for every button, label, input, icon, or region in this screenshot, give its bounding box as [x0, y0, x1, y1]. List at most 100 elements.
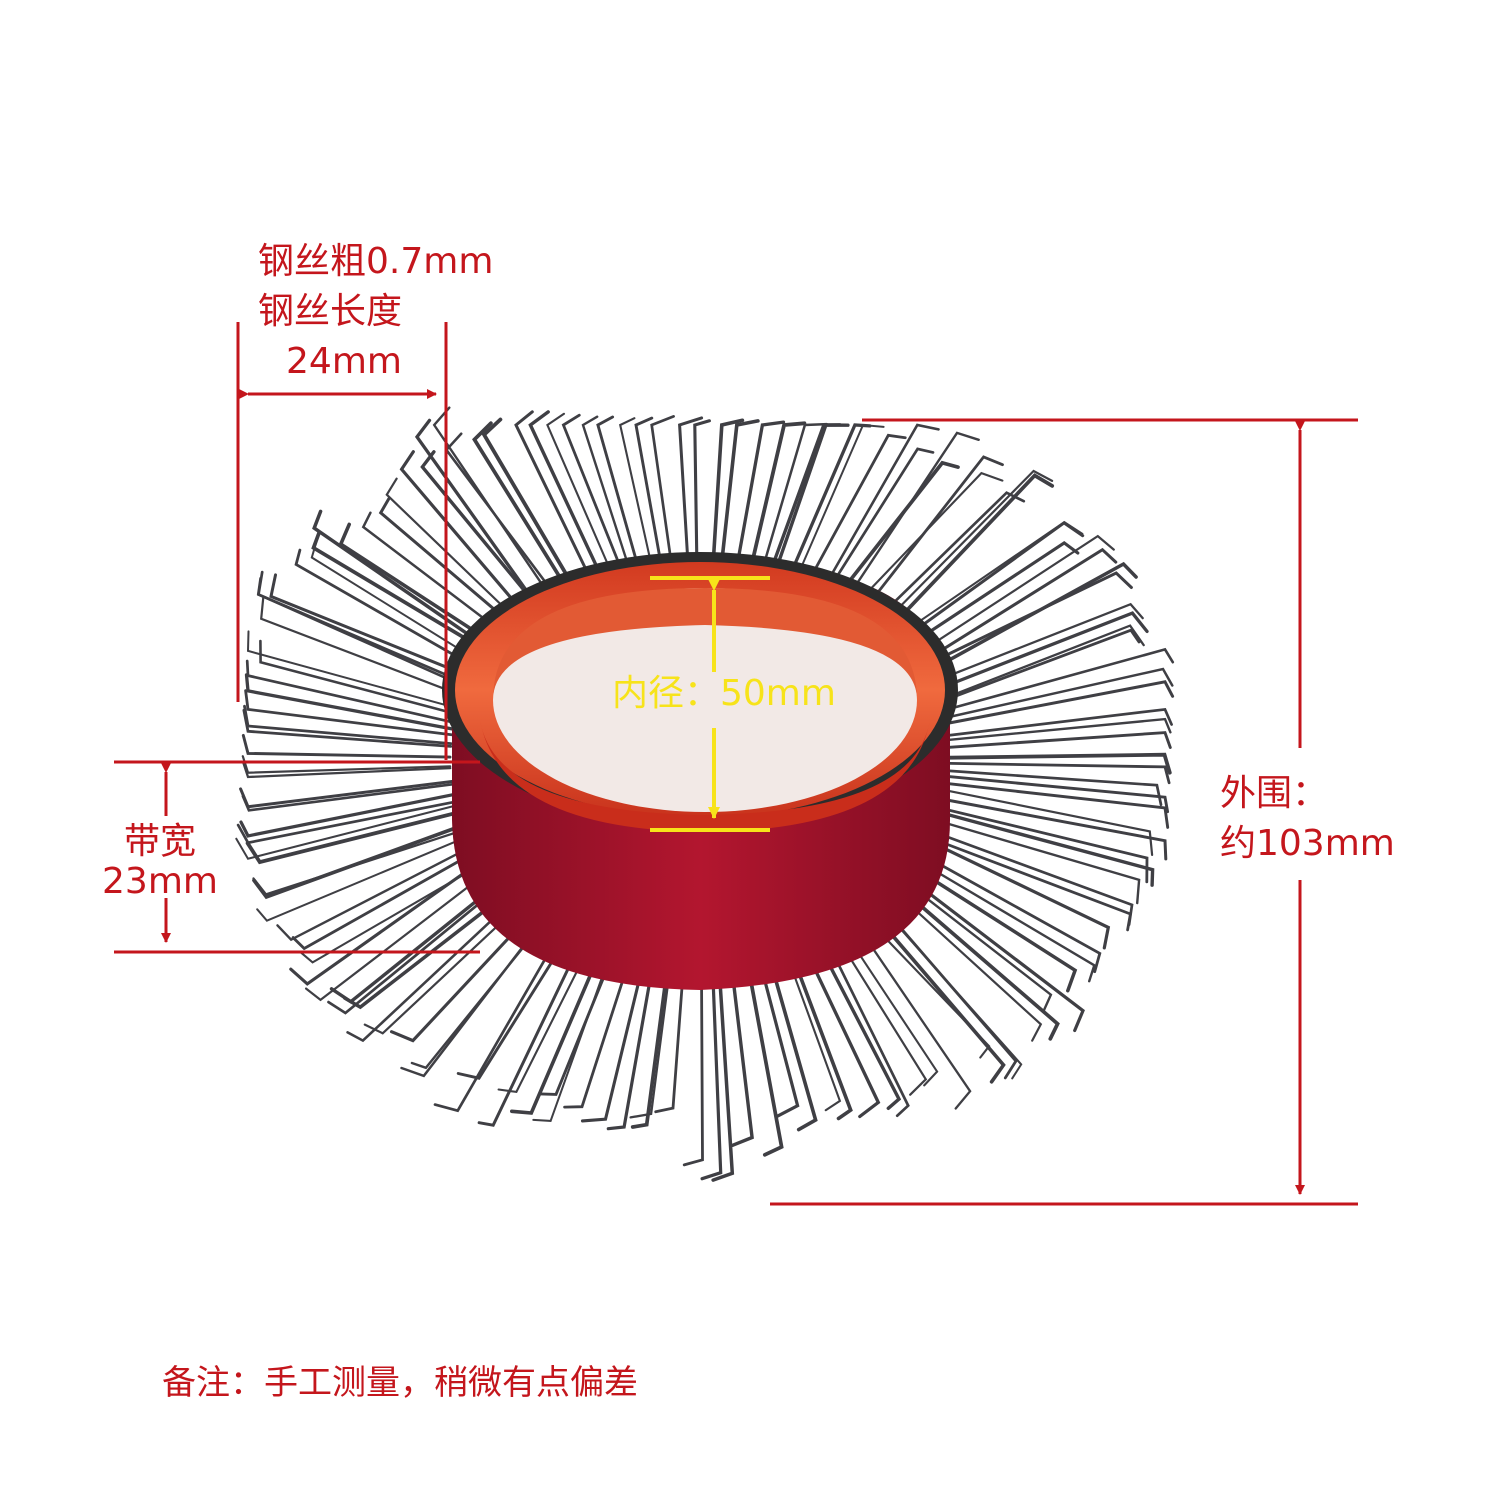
- wire-bristle: [514, 410, 602, 601]
- wire-bristle: [947, 731, 1172, 749]
- wire-bristle: [917, 561, 1138, 679]
- wire-bristle: [908, 854, 1096, 983]
- wire-bristle: [400, 901, 558, 1078]
- wire-thickness-label: 钢丝粗0.7mm: [258, 241, 494, 282]
- wire-bristle: [239, 780, 454, 809]
- wire-bristle: [936, 810, 1155, 887]
- wire-bristle: [864, 491, 1026, 631]
- wire-bristle: [236, 800, 459, 845]
- inner-diameter-label: 内径：50mm: [612, 673, 836, 714]
- wire-bristle: [946, 782, 1170, 829]
- wire-bristle: [934, 624, 1145, 703]
- wire-bristle: [246, 630, 462, 711]
- wire-bristle: [813, 914, 910, 1118]
- wire-bristle: [329, 872, 512, 1004]
- wire-bristle: [538, 925, 626, 1096]
- wire-bristle: [848, 899, 991, 1059]
- wire-bristle: [921, 836, 1111, 950]
- wire-bristle: [497, 919, 604, 1094]
- wire-bristle: [580, 930, 653, 1123]
- wire-bristle: [361, 511, 517, 644]
- wire-bristle: [911, 547, 1118, 670]
- wire-bristle: [939, 806, 1149, 884]
- wire-bristle: [312, 509, 501, 658]
- wire-bristle: [935, 628, 1141, 705]
- wire-bristle: [596, 415, 646, 591]
- wire-bristle: [924, 602, 1144, 686]
- wire-bristle: [581, 415, 638, 592]
- wire-bristle: [242, 761, 452, 779]
- wire-bristle: [726, 932, 754, 1147]
- wire-bristle: [510, 922, 615, 1115]
- wire-bristle: [432, 406, 564, 616]
- band-width-value: 23mm: [102, 861, 218, 902]
- band-width-title: 带宽: [123, 821, 196, 862]
- wire-bristle: [943, 680, 1175, 726]
- wire-bristle: [744, 421, 807, 590]
- wire-bristle: [710, 418, 745, 587]
- wire-bristle: [942, 797, 1168, 861]
- wire-bristle: [865, 889, 1023, 1080]
- wire-bristle: [477, 916, 594, 1127]
- wire-bristle: [244, 673, 456, 731]
- orange-core-inner: [493, 588, 917, 812]
- wire-bristle: [241, 733, 452, 759]
- wire-bristle: [289, 853, 492, 986]
- wire-bristle: [881, 878, 1043, 1042]
- wire-bristle: [928, 611, 1149, 694]
- wire-bristle: [856, 893, 1006, 1084]
- band-width-dimension: [114, 760, 480, 954]
- wire-bristle: [817, 447, 935, 608]
- wire-bristle: [456, 912, 584, 1080]
- wire-bristle: [894, 866, 1085, 1033]
- wire-bristle: [546, 412, 622, 596]
- brush-wheel: [442, 552, 958, 990]
- wire-bristle: [791, 920, 881, 1119]
- wire-bristle: [740, 930, 784, 1157]
- wire-bristle: [933, 818, 1141, 905]
- wire-bristle: [245, 809, 464, 865]
- wire-bristle: [872, 469, 1054, 635]
- wire-bristle: [896, 540, 1080, 655]
- wire-bristle: [841, 902, 972, 1110]
- wire-bristle: [923, 834, 1132, 932]
- wire-bristle: [941, 667, 1174, 720]
- wire-bristle: [650, 415, 676, 588]
- wire-bristle: [256, 833, 475, 922]
- wire-bristle: [787, 423, 885, 598]
- wire-bristle: [835, 431, 980, 615]
- wire-bristle: [630, 932, 674, 1129]
- wire-bristle: [905, 534, 1115, 663]
- wire-bristle: [618, 417, 658, 589]
- wire-bristle: [338, 522, 507, 653]
- wire-bristle: [731, 420, 786, 589]
- wire-bristle: [252, 821, 470, 900]
- wire-bristle: [239, 792, 457, 838]
- core-inner-wall: [493, 588, 917, 700]
- wire-bristle: [276, 841, 481, 942]
- wire-bristle: [327, 874, 515, 1015]
- wire-length-value: 24mm: [286, 341, 402, 382]
- wire-bristle: [269, 573, 480, 682]
- wire-bristle: [363, 890, 536, 1035]
- wire-bristle: [825, 460, 960, 612]
- wire-bristle: [947, 717, 1172, 742]
- wire-bristle: [842, 471, 1004, 618]
- wire-bristle: [803, 917, 902, 1110]
- wire-bristle: [945, 789, 1154, 856]
- wire-bristle: [629, 932, 676, 1119]
- wire-bristle: [241, 783, 454, 812]
- wire-bristle: [414, 418, 550, 623]
- wire-bristle: [532, 924, 622, 1122]
- wire-bristle: [948, 752, 1172, 775]
- wire-bristle: [913, 571, 1133, 672]
- wire-bristle: [433, 909, 575, 1113]
- wire-bristle: [711, 932, 735, 1182]
- wire-bristle: [678, 416, 704, 587]
- wire-bristle: [820, 911, 928, 1096]
- wire-bristle: [606, 931, 660, 1131]
- wire-bristle: [797, 433, 907, 601]
- wire-bristle: [245, 659, 458, 725]
- wire-bristle: [346, 885, 529, 1043]
